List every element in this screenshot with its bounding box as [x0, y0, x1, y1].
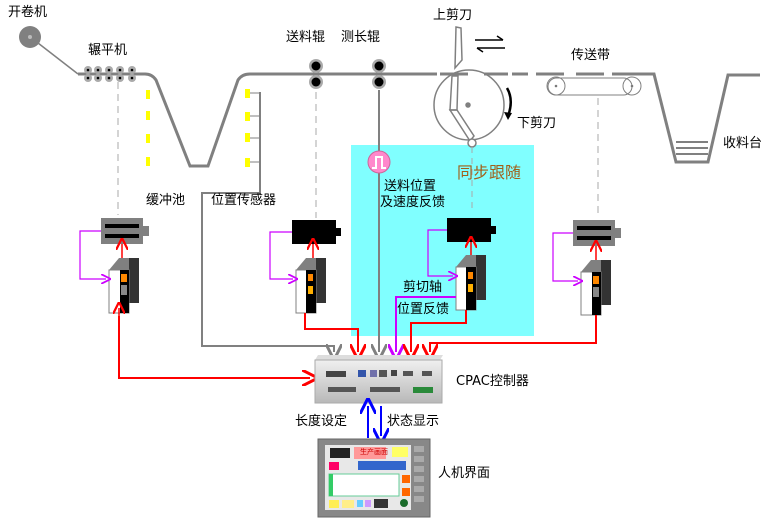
uncoiler — [19, 26, 79, 75]
label-feed-feedback-2: 及速度反馈 — [380, 195, 446, 210]
label-lower-blade: 下剪刀 — [517, 116, 557, 131]
label-leveler: 辗平机 — [88, 43, 128, 58]
label-hmi: 人机界面 — [438, 466, 491, 481]
servo-motor-icon — [573, 220, 621, 246]
servo-motor-icon — [292, 220, 341, 244]
position-sensors — [245, 89, 261, 193]
label-measuring-roller: 测长辊 — [341, 30, 381, 45]
stacker-plates — [676, 141, 708, 155]
label-sync-follow: 同步跟随 — [457, 163, 522, 182]
label-position-sensor: 位置传感器 — [211, 193, 277, 208]
servo-drive-icon — [108, 258, 139, 314]
label-status-display: 状态显示 — [387, 414, 440, 429]
label-upper-blade: 上剪刀 — [433, 8, 473, 23]
label-position-feedback: 位置反馈 — [397, 302, 450, 317]
servo-drive-icon — [455, 255, 486, 311]
conveyor — [546, 76, 642, 218]
hmi-screen-title: 生产画面 — [360, 448, 388, 456]
strip-to-stacker — [612, 72, 760, 164]
hmi-touch-panel — [317, 438, 431, 518]
sensor-cable — [201, 192, 334, 352]
cpac-controller — [314, 355, 443, 404]
label-feed-roller: 送料辊 — [286, 30, 326, 45]
leveler-servo-unit — [101, 218, 149, 314]
feed-servo-unit — [292, 220, 341, 314]
reciprocate-arrows-icon — [475, 35, 505, 53]
label-conveyor: 传送带 — [571, 48, 611, 63]
label-buffer-pit: 缓冲池 — [146, 193, 186, 208]
sync-follow-region — [351, 145, 534, 336]
label-stacker: 收料台 — [723, 136, 763, 151]
servo-motor-icon — [101, 218, 149, 244]
label-uncoiler: 开卷机 — [8, 5, 48, 20]
upper-blade — [454, 26, 463, 71]
buffer-sensors-left — [146, 90, 150, 166]
label-feed-feedback-1: 送料位置 — [384, 179, 437, 194]
rotation-arrow-icon — [505, 87, 512, 117]
label-controller: CPAC控制器 — [456, 374, 529, 389]
flying-shear — [433, 26, 505, 210]
leveler-rollers — [84, 66, 136, 82]
drive-control-lines — [119, 242, 596, 378]
shear-position-feedback-line — [396, 296, 456, 352]
label-length-setting: 长度设定 — [295, 414, 348, 429]
strip-path — [78, 72, 437, 168]
encoder-feedback-lines — [79, 229, 578, 352]
servo-motor-icon — [447, 218, 496, 242]
encoder-icon — [367, 150, 391, 174]
conveyor-servo-unit — [573, 220, 621, 316]
measuring-roller — [372, 59, 386, 89]
label-shear-axis: 剪切轴 — [403, 280, 443, 295]
feed-roller — [309, 59, 323, 89]
servo-drive-icon — [580, 260, 611, 316]
servo-drive-icon — [295, 258, 326, 314]
